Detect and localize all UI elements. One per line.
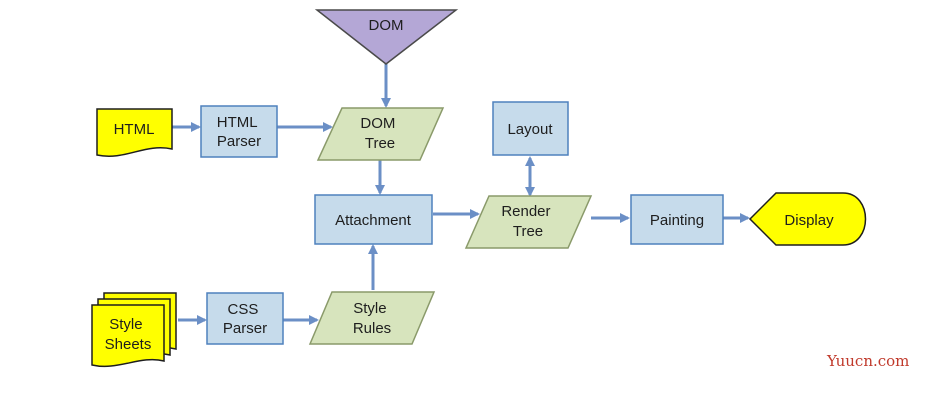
node-painting-shape: [630, 194, 724, 245]
node-display-shape: [748, 192, 867, 246]
node-render-tree-label: Render Tree: [501, 203, 554, 240]
node-html-parser: HTML Parser: [200, 105, 278, 158]
node-dom-tree-label: DOM Tree: [360, 115, 399, 152]
node-render-tree: Render Tree: [464, 195, 593, 249]
edges: [172, 64, 750, 325]
node-css-parser-label: CSS Parser: [223, 301, 267, 337]
node-display: Display: [748, 192, 867, 246]
node-style-rules-label: Style Rules: [353, 300, 391, 337]
node-dom: DOM: [314, 9, 459, 65]
node-dom-tree-shape: [316, 107, 445, 161]
node-attachment: Attachment: [314, 194, 433, 245]
node-painting-label: Painting: [650, 212, 704, 229]
node-layout: Layout: [492, 101, 569, 156]
node-html-parser-label: HTML Parser: [217, 114, 261, 150]
node-dom-tree: DOM Tree: [316, 107, 445, 161]
node-layout-label: Layout: [507, 121, 553, 138]
node-html-label: HTML: [114, 121, 155, 138]
node-dom-label: DOM: [369, 17, 404, 34]
node-dom-shape: [314, 9, 459, 65]
node-style-sheets-front-shape: [91, 304, 165, 367]
watermark: Yuucn.com: [826, 352, 909, 370]
node-display-label: Display: [784, 212, 834, 229]
node-attachment-shape: [314, 194, 433, 245]
node-css-parser-shape: [206, 292, 284, 345]
node-style-rules: Style Rules: [308, 291, 436, 345]
node-html: HTML: [96, 108, 173, 157]
node-html-parser-shape: [200, 105, 278, 158]
node-style-rules-shape: [308, 291, 436, 345]
node-render-tree-shape: [464, 195, 593, 249]
node-attachment-label: Attachment: [335, 212, 412, 229]
node-style-sheets-label: Style Sheets: [105, 316, 152, 353]
node-css-parser: CSS Parser: [206, 292, 284, 345]
node-layout-shape: [492, 101, 569, 156]
node-html-shape: [96, 108, 173, 157]
node-style-sheets: Style Sheets: [91, 292, 177, 367]
node-painting: Painting: [630, 194, 724, 245]
